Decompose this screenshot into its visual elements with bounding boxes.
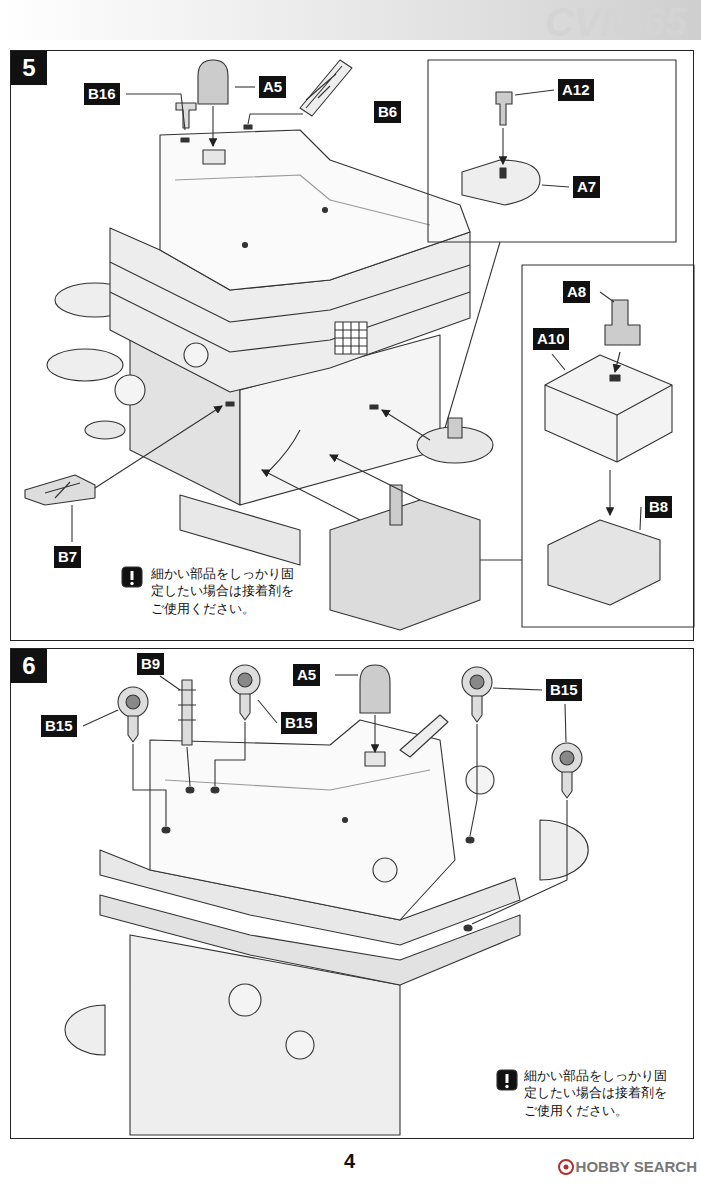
step5-drawing — [25, 60, 694, 630]
part-number: B16 — [84, 83, 120, 105]
step6-drawing — [65, 665, 588, 1135]
part-number-text: B6 — [378, 103, 397, 120]
part-number: B8 — [645, 496, 672, 518]
part-number-text: B9 — [141, 655, 160, 672]
part-number-text: B15 — [285, 714, 313, 731]
watermark-logo — [559, 1160, 573, 1174]
step-number: 5 — [11, 51, 47, 85]
part-number: B15 — [41, 715, 77, 737]
part-number: B9 — [137, 653, 164, 675]
part-number-text: A8 — [567, 283, 586, 300]
page-number: 4 — [344, 1150, 355, 1173]
part-number: B15 — [546, 679, 582, 701]
part-number: A7 — [573, 176, 600, 198]
caution-note: 細かい部品をしっかり固定したい場合は接着剤をご使用ください。 — [151, 565, 299, 617]
part-number: A5 — [259, 76, 286, 98]
part-number: B6 — [374, 101, 401, 123]
part-number-text: A5 — [297, 666, 316, 683]
watermark: HOBBY SEARCH — [576, 1158, 697, 1175]
part-number-text: A7 — [577, 178, 596, 195]
part-number: A12 — [558, 79, 594, 101]
part-number: A8 — [563, 281, 590, 303]
part-number-text: A5 — [263, 78, 282, 95]
ship-code: CVN-65 — [545, 2, 687, 42]
step-panel: 5細かい部品をしっかり固定したい場合は接着剤をご使用ください。B16A5B6A1… — [10, 50, 694, 641]
part-number: A5 — [293, 664, 320, 686]
part-number-text: B15 — [45, 717, 73, 734]
part-number: B7 — [54, 546, 81, 568]
part-number-text: B7 — [58, 548, 77, 565]
part-number-text: A10 — [537, 330, 565, 347]
step-panel: 6 細かい部品をしっかり固定したい場合は接着剤をご使用ください。 B15 B9B15 A… — [10, 648, 694, 1139]
caution-note: 細かい部品をしっかり固定したい場合は接着剤をご使用ください。 — [524, 1067, 672, 1119]
part-number: B15 — [281, 712, 317, 734]
part-number-text: B16 — [88, 85, 116, 102]
part-number: A10 — [533, 328, 569, 350]
part-number-text: A12 — [562, 81, 590, 98]
part-number-text: B8 — [649, 498, 668, 515]
step-number: 6 — [11, 649, 47, 683]
part-number-text: B15 — [550, 681, 578, 698]
